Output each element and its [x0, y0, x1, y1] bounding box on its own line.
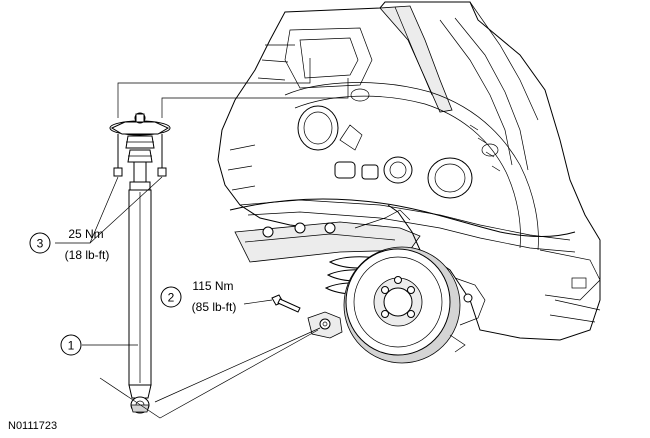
callout-1: 1 [60, 334, 82, 356]
suspension-lower-arm [234, 204, 421, 263]
callout-3-torque-imperial: (18 lb-ft) [65, 248, 110, 262]
callout-2-torque-imperial: (85 lb-ft) [192, 300, 237, 314]
shock-absorber [128, 161, 152, 414]
figure-reference-code: N0111723 [8, 420, 57, 432]
callout-2-circle [160, 286, 182, 308]
callout-3: 3 25 Nm (18 lb-ft) [29, 227, 110, 262]
callout-3-torque-metric: 25 Nm [68, 227, 103, 241]
callout-2: 2 115 Nm (85 lb-ft) [160, 279, 237, 314]
callout-2-number: 2 [168, 291, 175, 305]
brake-drum-hub [343, 246, 486, 364]
callout-1-circle [60, 334, 82, 356]
upper-shock-mount [109, 112, 171, 177]
callout-3-number: 3 [37, 237, 44, 251]
lower-shock-bolt [271, 294, 301, 313]
leader-lines [55, 58, 349, 419]
vehicle-body-structure [217, 1, 601, 341]
callout-1-number: 1 [68, 339, 75, 353]
callout-3-circle [29, 232, 51, 254]
lower-shock-bracket [307, 311, 343, 339]
callout-2-torque-metric: 115 Nm [192, 279, 233, 293]
